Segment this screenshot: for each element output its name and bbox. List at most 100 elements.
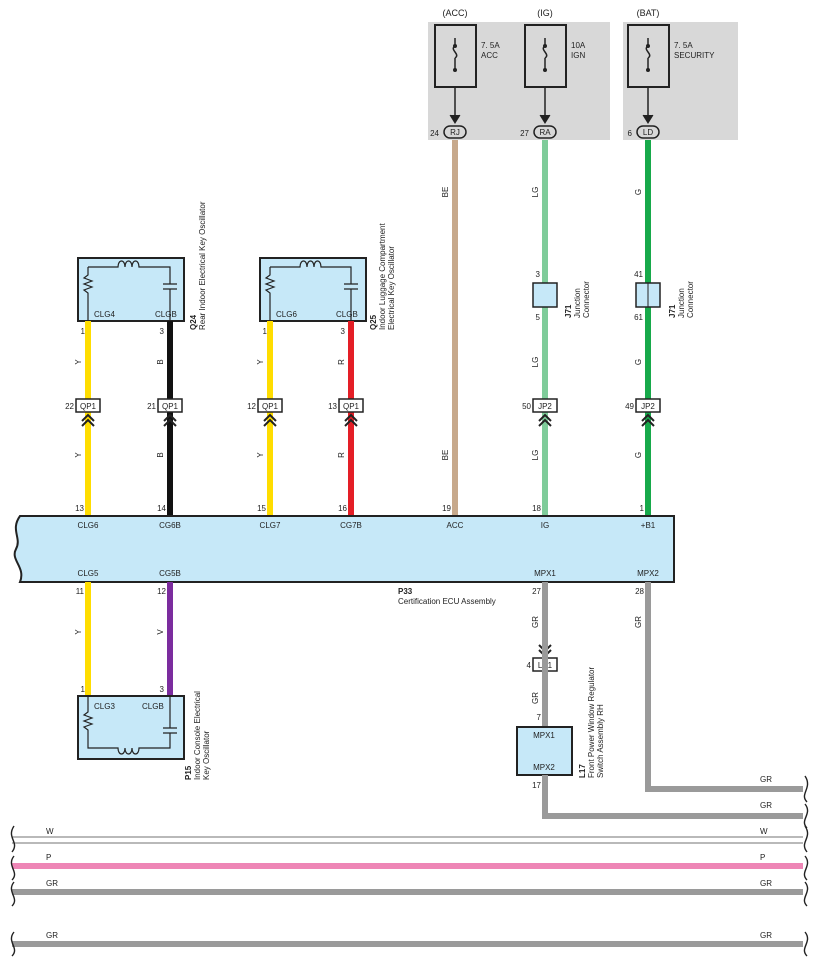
- wire-ecu-mpx2: [645, 582, 803, 792]
- svg-text:Front Power Window Regulator: Front Power Window Regulator: [587, 667, 596, 778]
- svg-text:Y: Y: [74, 452, 83, 458]
- svg-text:1: 1: [263, 327, 268, 336]
- bus-break-marks: [10, 775, 809, 957]
- svg-text:61: 61: [634, 313, 643, 322]
- fuse-ign: (IG) 10A IGN: [524, 8, 586, 124]
- svg-text:BE: BE: [441, 187, 450, 198]
- svg-text:CLG5: CLG5: [78, 569, 99, 578]
- svg-text:G: G: [634, 359, 643, 365]
- chevron-up-icon: [263, 413, 277, 427]
- svg-text:R: R: [337, 452, 346, 458]
- svg-text:CLG7: CLG7: [260, 521, 281, 530]
- fuse-box-right: [623, 22, 738, 140]
- bus-gr-2: GR GR: [12, 931, 803, 947]
- svg-text:GR: GR: [531, 616, 540, 628]
- svg-text:CLGB: CLGB: [142, 702, 164, 711]
- bus-w: W W: [12, 827, 803, 844]
- ecu-pins: 13 CLG6 14 CG6B 15 CLG7 16 CG7B 19 ACC 1…: [75, 504, 659, 596]
- svg-text:R: R: [337, 359, 346, 365]
- oscillator-p15: CLG3 CLGB 1 3 P15 Indoor Console Electri…: [77, 685, 211, 780]
- svg-text:14: 14: [157, 504, 166, 513]
- svg-text:3: 3: [341, 327, 346, 336]
- svg-text:12: 12: [247, 402, 256, 411]
- svg-text:G: G: [634, 189, 643, 195]
- svg-text:CLG6: CLG6: [276, 310, 297, 319]
- svg-text:18: 18: [532, 504, 541, 513]
- svg-text:V: V: [156, 629, 165, 635]
- svg-text:CG6B: CG6B: [159, 521, 181, 530]
- svg-text:P: P: [46, 853, 51, 862]
- svg-text:50: 50: [522, 402, 531, 411]
- svg-text:CLG3: CLG3: [94, 702, 115, 711]
- svg-text:Junction: Junction: [573, 288, 582, 318]
- svg-text:Q24: Q24: [189, 314, 198, 330]
- svg-text:GR: GR: [760, 879, 772, 888]
- svg-text:13: 13: [328, 402, 337, 411]
- svg-text:21: 21: [147, 402, 156, 411]
- svg-text:17: 17: [532, 781, 541, 790]
- svg-text:B: B: [156, 359, 165, 364]
- svg-text:GR: GR: [760, 801, 772, 810]
- bus-gr-1: GR GR: [12, 879, 803, 895]
- svg-text:Y: Y: [74, 629, 83, 635]
- svg-text:CLGB: CLGB: [336, 310, 358, 319]
- resistor-coil-icon: [82, 696, 177, 755]
- chevron-up-icon: [538, 413, 552, 427]
- svg-text:J71: J71: [668, 304, 677, 318]
- connector-ld: 6 LD: [628, 125, 660, 139]
- svg-text:MPX2: MPX2: [637, 569, 659, 578]
- svg-text:15: 15: [257, 504, 266, 513]
- svg-text:6: 6: [628, 129, 633, 138]
- fuse-acc: (ACC) 7. 5A ACC: [434, 8, 500, 124]
- inline-connector-row: 22QP121QP112QP113QP150JP249JP24LP1: [65, 398, 661, 672]
- svg-text:5: 5: [536, 313, 541, 322]
- chevron-up-icon: [344, 413, 358, 427]
- svg-text:CLG6: CLG6: [78, 521, 99, 530]
- fuse-rating: 7. 5A: [481, 41, 500, 50]
- svg-text:Y: Y: [256, 452, 265, 458]
- svg-text:CLGB: CLGB: [155, 310, 177, 319]
- chevron-up-icon: [81, 413, 95, 427]
- svg-text:L17: L17: [578, 764, 587, 778]
- svg-text:Indoor Console Electrical: Indoor Console Electrical: [193, 691, 202, 780]
- svg-text:G: G: [634, 452, 643, 458]
- coil-capacitor-icon: [88, 260, 177, 321]
- wire-color-labels-upper: Y Y B B Y Y R R BE BE LG LG LG G G G: [74, 187, 643, 461]
- coil-capacitor-icon: [270, 260, 358, 321]
- svg-text:28: 28: [635, 587, 644, 596]
- svg-text:13: 13: [75, 504, 84, 513]
- svg-text:P15: P15: [184, 765, 193, 780]
- svg-text:Key Oscillator: Key Oscillator: [202, 730, 211, 780]
- svg-text:27: 27: [520, 129, 529, 138]
- fuse-rating: 10A: [571, 41, 586, 50]
- svg-text:1: 1: [81, 685, 86, 694]
- svg-text:12: 12: [157, 587, 166, 596]
- svg-text:Indoor Luggage Compartment: Indoor Luggage Compartment: [378, 222, 387, 330]
- svg-text:GR: GR: [46, 879, 58, 888]
- ecu-p33-body: [13, 515, 675, 583]
- svg-text:Junction: Junction: [677, 288, 686, 318]
- svg-text:LG: LG: [531, 450, 540, 461]
- svg-text:Electrical Key Oscillator: Electrical Key Oscillator: [387, 246, 396, 330]
- fuse-name: ACC: [481, 51, 498, 60]
- svg-text:Y: Y: [74, 359, 83, 365]
- svg-text:Y: Y: [256, 359, 265, 365]
- svg-text:CG5B: CG5B: [159, 569, 181, 578]
- ecu-id: P33: [398, 587, 413, 596]
- svg-text:BE: BE: [441, 450, 450, 461]
- svg-text:MPX1: MPX1: [534, 569, 556, 578]
- svg-text:GR: GR: [46, 931, 58, 940]
- svg-text:J71: J71: [564, 304, 573, 318]
- svg-text:Connector: Connector: [686, 281, 695, 318]
- svg-text:CG7B: CG7B: [340, 521, 362, 530]
- svg-text:B: B: [156, 452, 165, 457]
- svg-text:CLG4: CLG4: [94, 310, 115, 319]
- bus-p: P P: [12, 853, 803, 869]
- svg-text:MPX2: MPX2: [533, 763, 555, 772]
